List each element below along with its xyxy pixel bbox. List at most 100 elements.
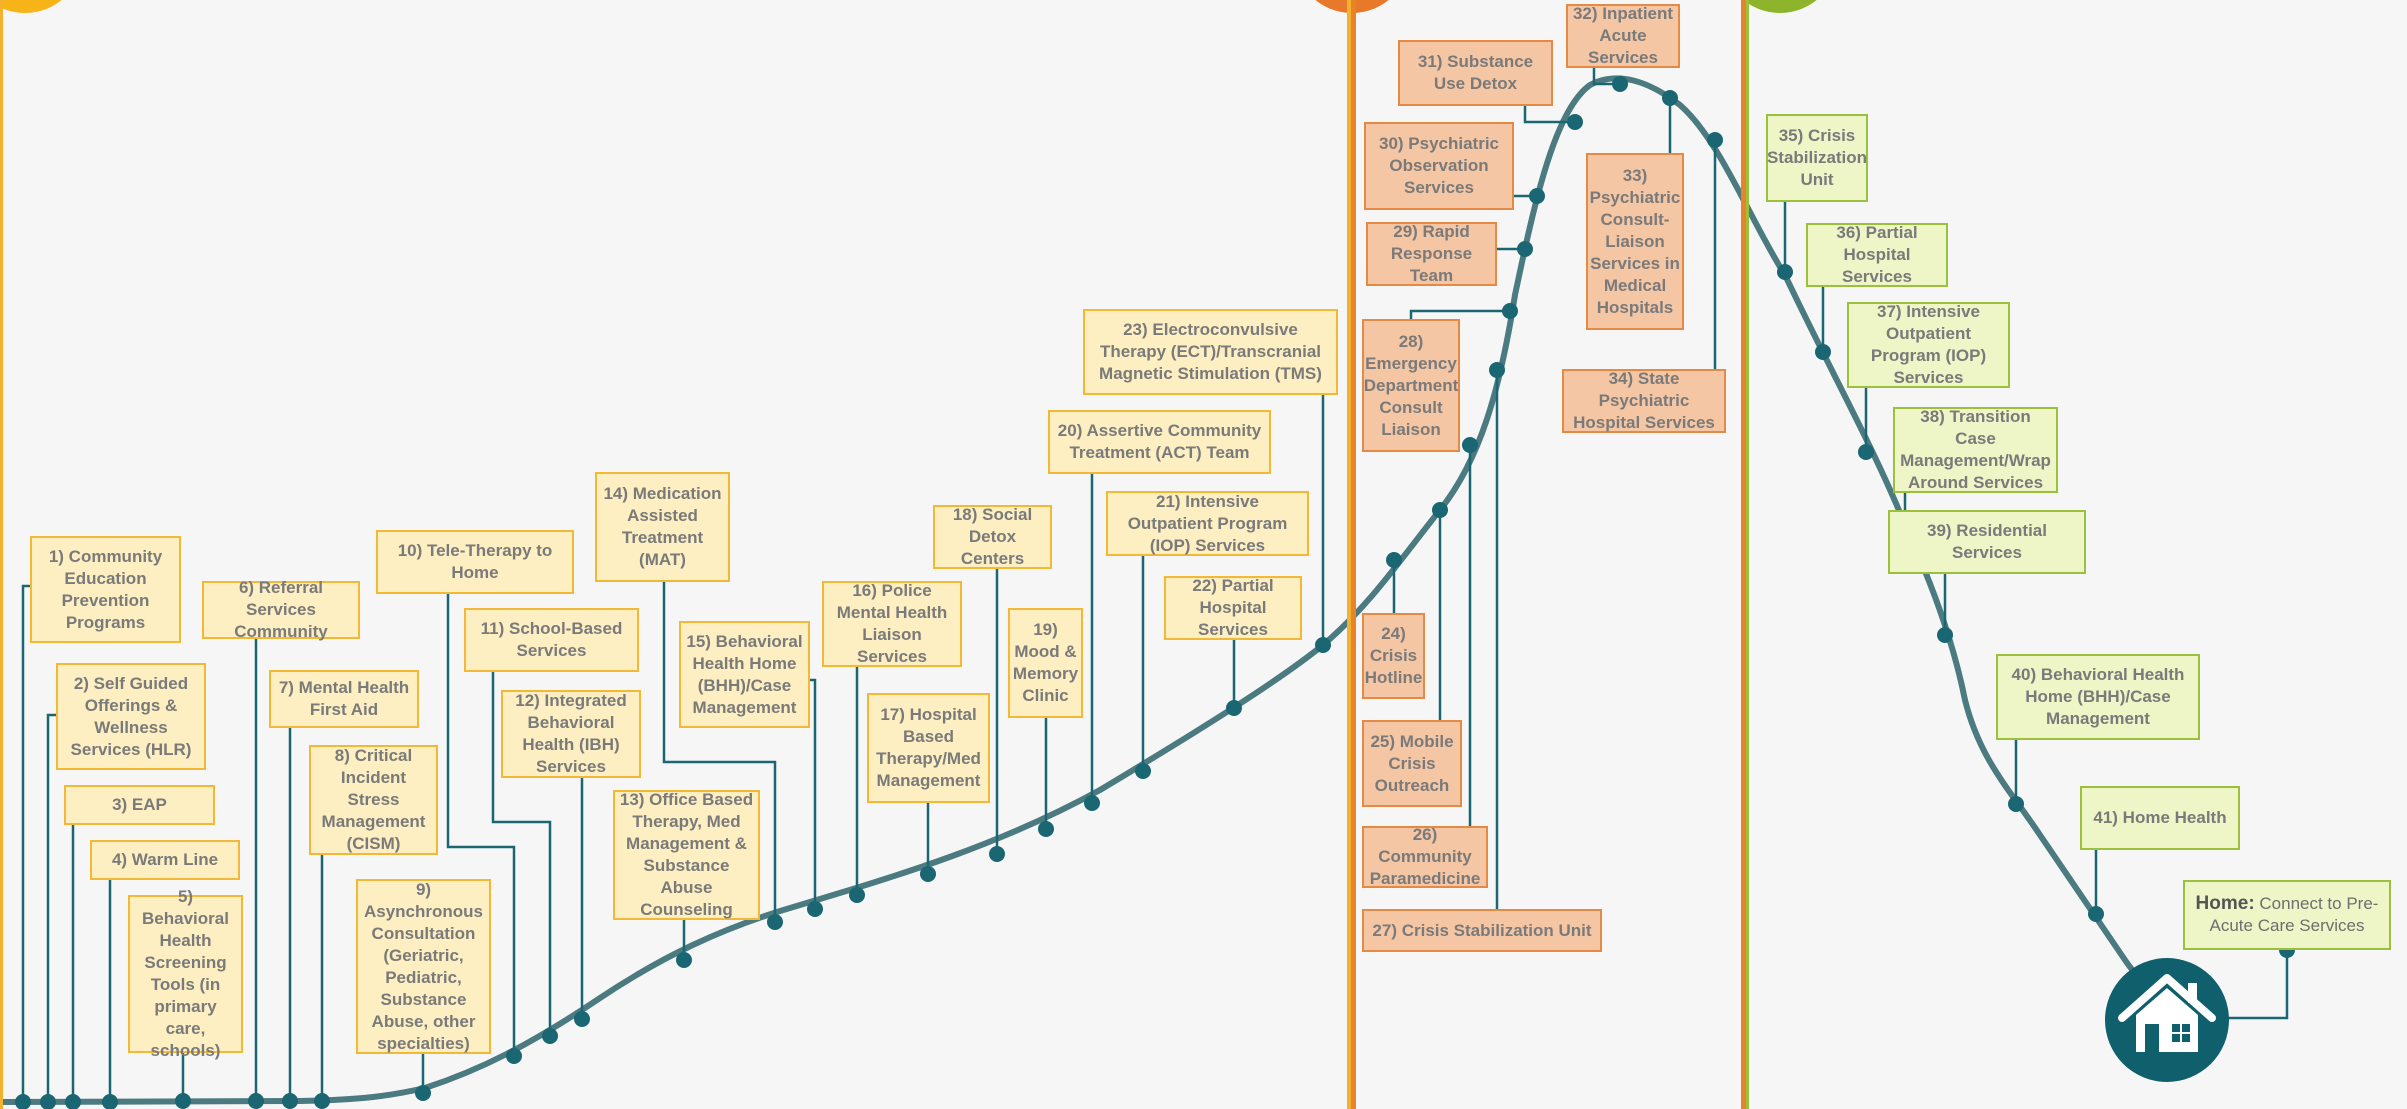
connector-line-11 — [491, 672, 552, 1036]
house-icon — [2118, 974, 2216, 1052]
curve-node-21 — [1135, 763, 1151, 779]
curve-node-28 — [1502, 303, 1518, 319]
service-box-18: 18) Social Detox Centers — [933, 505, 1052, 569]
curve-node-39 — [1937, 627, 1953, 643]
curve-node-34 — [1707, 132, 1723, 148]
service-box-5: 5) Behavioral Health Screening Tools (in… — [128, 887, 243, 1060]
curve-node-37 — [1858, 444, 1874, 460]
service-box-13: 13) Office Based Therapy, Med Management… — [613, 790, 760, 920]
service-box-23: 23) Electroconvulsive Therapy (ECT)/Tran… — [1083, 309, 1338, 395]
curve-node-35 — [1777, 264, 1793, 280]
curve-node-40 — [2008, 796, 2024, 812]
service-box-1: 1) Community Education Prevention Progra… — [30, 536, 181, 643]
service-box-6: 6) Referral Services Community — [202, 578, 360, 641]
connector-line-31 — [1523, 106, 1575, 124]
acute-divider-left-orange — [1351, 0, 1356, 1109]
curve-node-5 — [175, 1093, 191, 1109]
curve-node-22 — [1226, 700, 1242, 716]
curve-node-16 — [849, 887, 865, 903]
connector-line-28 — [1409, 309, 1510, 319]
service-box-10: 10) Tele-Therapy to Home — [376, 530, 574, 594]
service-box-7: 7) Mental Health First Aid — [269, 670, 419, 728]
acute-divider-left-yellow — [1347, 0, 1351, 1109]
curve-node-7 — [282, 1093, 298, 1109]
service-box-28: 28) Emergency Department Consult Liaison — [1362, 319, 1460, 452]
service-box-16: 16) Police Mental Health Liaison Service… — [822, 581, 962, 667]
service-box-32: 32) Inpatient Acute Services — [1566, 4, 1680, 68]
curve-node-18 — [989, 846, 1005, 862]
curve-node-32 — [1612, 76, 1628, 92]
curve-node-13 — [676, 952, 692, 968]
curve-node-11 — [542, 1028, 558, 1044]
connector-line-32 — [1592, 68, 1620, 86]
service-box-15: 15) Behavioral Health Home (BHH)/Case Ma… — [679, 621, 810, 728]
curve-node-12 — [574, 1011, 590, 1027]
service-box-26: 26) Community Paramedicine — [1362, 825, 1488, 888]
service-box-37: 37) Intensive Outpatient Program (IOP) S… — [1847, 302, 2010, 388]
curve-node-26 — [1462, 437, 1478, 453]
curve-node-4 — [102, 1094, 118, 1109]
curve-node-8 — [314, 1093, 330, 1109]
curve-node-10 — [506, 1048, 522, 1064]
curve-node-33 — [1662, 90, 1678, 106]
curve-node-2 — [40, 1094, 56, 1109]
service-box-35: 35) Crisis Stabilization Unit — [1766, 114, 1868, 202]
service-box-38: 38) Transition Case Management/Wrap Arou… — [1893, 407, 2058, 493]
connector-line-10 — [446, 594, 516, 1056]
service-box-12: 12) Integrated Behavioral Health (IBH) S… — [501, 690, 641, 778]
service-box-31: 31) Substance Use Detox — [1398, 40, 1553, 106]
curve-node-36 — [1815, 344, 1831, 360]
service-box-25: 25) Mobile Crisis Outreach — [1362, 720, 1462, 807]
curve-node-27 — [1489, 362, 1505, 378]
curve-node-9 — [415, 1085, 431, 1101]
service-box-4: 4) Warm Line — [90, 840, 240, 880]
curve-node-14 — [767, 914, 783, 930]
service-box-3: 3) EAP — [64, 785, 215, 825]
service-box-29: 29) Rapid Response Team — [1366, 222, 1497, 286]
service-box-8: 8) Critical Incident Stress Management (… — [309, 745, 438, 855]
service-box-34: 34) State Psychiatric Hospital Services — [1562, 369, 1726, 433]
connector-line-2 — [46, 713, 56, 1102]
acute-divider-right-orange — [1741, 0, 1746, 1109]
service-box-9: 9) Asynchronous Consultation (Geriatric,… — [356, 879, 491, 1054]
service-box-17: 17) Hospital Based Therapy/Med Managemen… — [867, 693, 990, 803]
curve-node-25 — [1432, 502, 1448, 518]
service-box-30: 30) Psychiatric Observation Services — [1364, 122, 1514, 210]
service-box-11: 11) School-Based Services — [464, 608, 639, 672]
service-box-27: 27) Crisis Stabilization Unit — [1362, 909, 1602, 952]
service-box-33: 33) Psychiatric Consult-Liaison Services… — [1586, 153, 1684, 330]
curve-node-6 — [248, 1093, 264, 1109]
curve-node-1 — [15, 1094, 31, 1109]
curve-node-24 — [1386, 552, 1402, 568]
curve-node-41 — [2088, 906, 2104, 922]
curve-node-29 — [1517, 241, 1533, 257]
service-box-41: 41) Home Health — [2080, 786, 2240, 850]
curve-node-31 — [1567, 114, 1583, 130]
service-box-21: 21) Intensive Outpatient Program (IOP) S… — [1106, 491, 1309, 556]
connector-line-1 — [21, 584, 30, 1102]
service-box-39: 39) Residential Services — [1888, 510, 2086, 574]
service-box-14: 14) Medication Assisted Treatment (MAT) — [595, 472, 730, 582]
acute-divider-right-green — [1746, 0, 1749, 1109]
service-box-40: 40) Behavioral Health Home (BHH)/Case Ma… — [1996, 654, 2200, 740]
left-edge-divider — [0, 0, 3, 1109]
connector-line-15 — [810, 678, 817, 909]
service-box-36: 36) Partial Hospital Services — [1806, 223, 1948, 287]
curve-node-3 — [65, 1094, 81, 1109]
home-connector-line — [2220, 950, 2289, 1020]
connector-line-14 — [662, 582, 777, 922]
service-box-24: 24) Crisis Hotline — [1362, 613, 1425, 699]
home-title: Home: — [2195, 893, 2255, 914]
home-box: Home: Connect to Pre-Acute Care Services — [2183, 880, 2391, 950]
curve-node-17 — [920, 866, 936, 882]
curve-node-23 — [1315, 637, 1331, 653]
curve-node-30 — [1529, 188, 1545, 204]
service-box-2: 2) Self Guided Offerings & Wellness Serv… — [56, 663, 206, 770]
curve-node-19 — [1038, 821, 1054, 837]
home-text: Connect to Pre-Acute Care Services — [2209, 894, 2379, 935]
service-box-20: 20) Assertive Community Treatment (ACT) … — [1048, 410, 1271, 474]
service-box-22: 22) Partial Hospital Services — [1164, 576, 1302, 640]
service-box-19: 19) Mood & Memory Clinic — [1008, 608, 1083, 718]
curve-node-15 — [807, 901, 823, 917]
